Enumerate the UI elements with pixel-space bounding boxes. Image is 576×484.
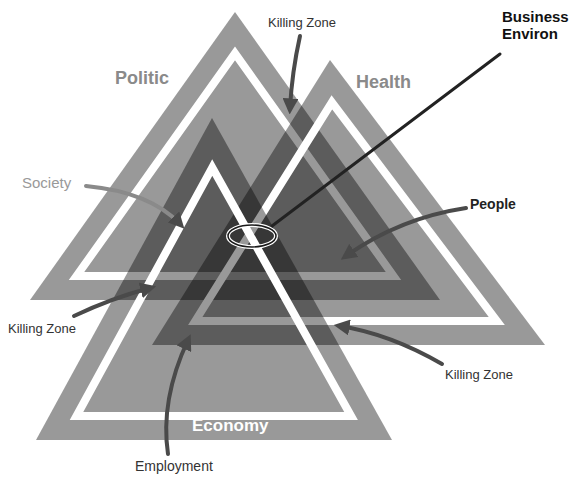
triangle-shape	[36, 118, 392, 440]
callout-label: Society	[22, 174, 71, 191]
region-title: Politic	[115, 68, 169, 89]
callout-label: Employment	[135, 458, 213, 474]
leader-line	[272, 54, 500, 226]
center-oval	[228, 225, 276, 247]
text-holder: Killing Zone	[8, 322, 76, 337]
text-holder: Society	[22, 174, 71, 191]
triangle-region: Economy	[36, 118, 392, 440]
leader-arrow	[346, 208, 466, 256]
text-holder: Business Environ	[502, 8, 572, 43]
region-title: Economy	[192, 416, 269, 436]
text-holder: Politic	[115, 68, 169, 89]
callout-label: Killing Zone	[445, 368, 513, 383]
callout-label: Killing Zone	[268, 16, 336, 31]
text-holder: Killing Zone	[445, 368, 513, 383]
leader-arrow	[74, 288, 150, 316]
text-holder: Killing Zone	[268, 16, 336, 31]
text-holder: Economy	[192, 416, 269, 436]
leader-arrow	[340, 326, 442, 364]
triangle-fill	[36, 118, 392, 440]
leader-arrow	[290, 36, 300, 108]
region-title: Health	[356, 72, 411, 93]
center-oval	[228, 225, 276, 247]
text-holder: Employment	[135, 458, 213, 474]
leader-arrow	[86, 186, 180, 224]
text-holder: People	[470, 196, 516, 212]
text-holder: Health	[356, 72, 411, 93]
callout-label: Business Environ	[502, 8, 572, 43]
leader-arrow	[166, 340, 188, 454]
callout-label: Killing Zone	[8, 322, 76, 337]
triangle-inner-band	[76, 168, 351, 416]
callout-label: People	[470, 196, 516, 212]
